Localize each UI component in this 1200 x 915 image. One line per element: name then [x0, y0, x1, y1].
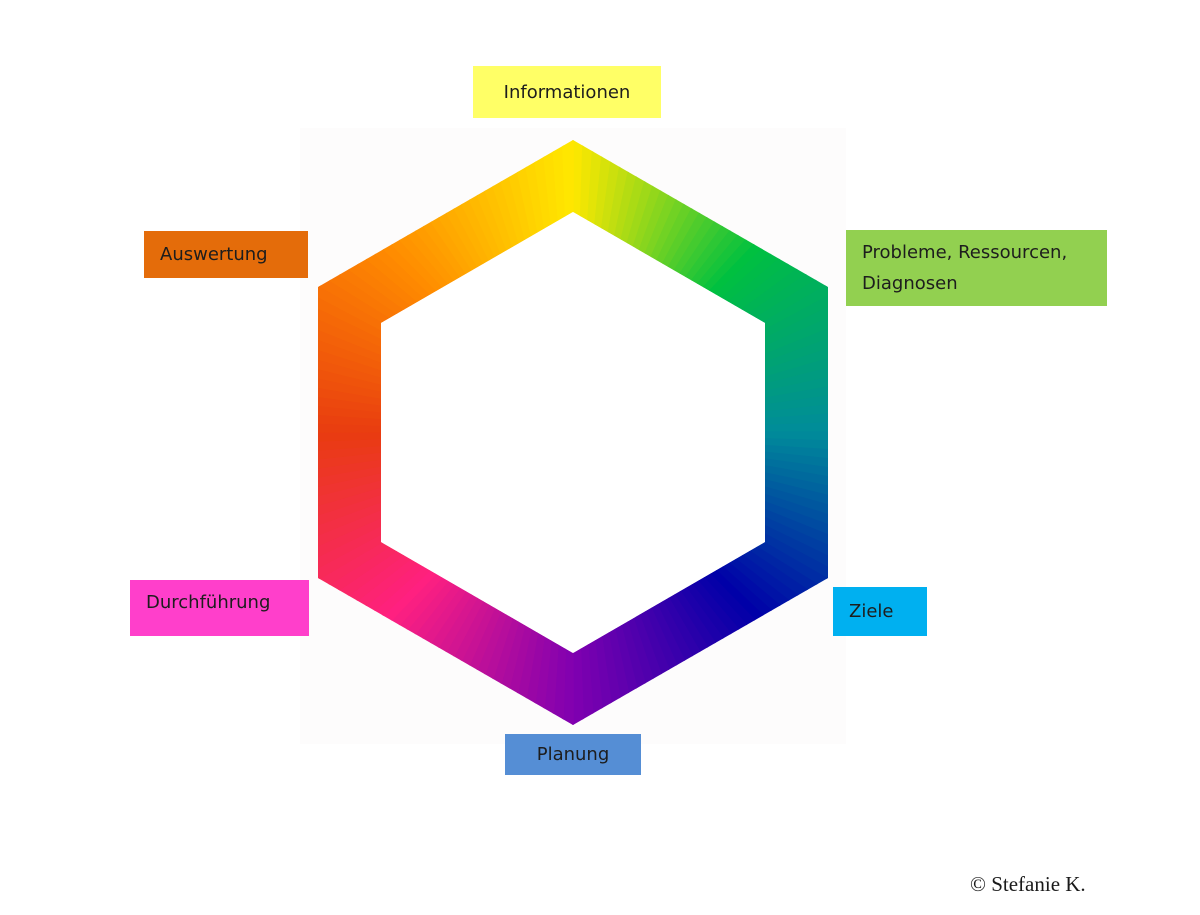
step-label-probleme: Probleme, Ressourcen, Diagnosen — [846, 230, 1107, 306]
step-label-informationen: Informationen — [473, 66, 661, 118]
copyright-notice: © Stefanie K. — [970, 872, 1086, 896]
step-label-ziele-text: Ziele — [849, 601, 894, 622]
step-label-probleme-text: Probleme, Ressourcen, Diagnosen — [862, 242, 1068, 294]
step-label-auswertung: Auswertung — [144, 231, 308, 278]
step-label-planung: Planung — [505, 734, 641, 775]
step-label-auswertung-text: Auswertung — [160, 244, 268, 265]
step-label-informationen-text: Informationen — [503, 81, 631, 103]
step-label-durchfuehrung-text: Durchführung — [146, 592, 271, 613]
step-label-ziele: Ziele — [833, 587, 927, 636]
hexagon-inner — [381, 212, 765, 653]
step-label-planung-text: Planung — [536, 744, 610, 765]
step-label-durchfuehrung: Durchführung — [130, 580, 309, 636]
